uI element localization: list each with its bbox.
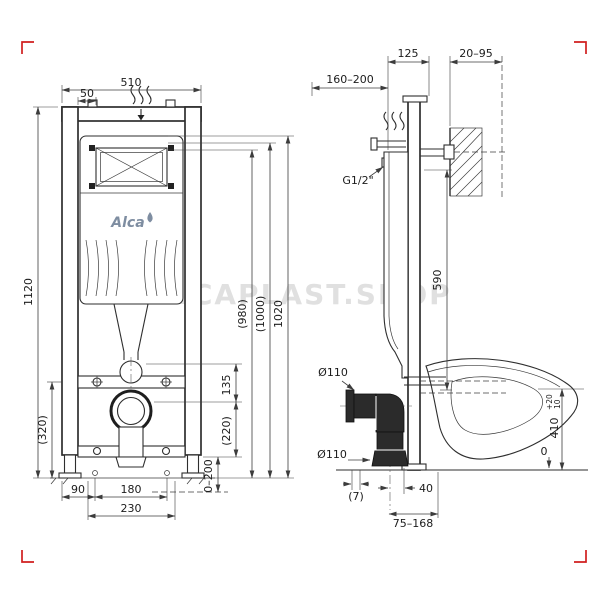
flush-pipe-front [109, 303, 153, 468]
frame-front [61, 99, 202, 458]
dim-40-label: 40 [419, 482, 433, 495]
dim-135: 135 [146, 363, 242, 403]
dim-180-label: 180 [121, 483, 142, 496]
dim-410: 410 +20 10 [538, 388, 584, 471]
dim-20-95-label: 20–95 [459, 47, 493, 60]
zero-label: 0 [541, 445, 548, 458]
access-window [95, 147, 168, 187]
dim-75-168-label: 75–168 [393, 517, 434, 530]
corner-mark-top-right [574, 41, 587, 54]
corner-mark-bottom-right [574, 550, 587, 563]
side-view: G1/2" [311, 47, 588, 530]
corner-mark-top-left [21, 41, 34, 54]
dim-90-label: 90 [71, 483, 85, 496]
dim-feet-0-200: 0–200 [152, 456, 228, 493]
dim-20-95: 20–95 [449, 47, 503, 198]
drain-elbow [340, 389, 412, 510]
cistern-side [383, 151, 409, 379]
cistern-side-inner [388, 152, 399, 350]
drain-h-label: Ø110 [318, 366, 348, 379]
dim-135-label: 135 [220, 375, 233, 396]
brand-logo: Alca [110, 212, 153, 231]
corner-marks [21, 41, 587, 563]
dim-410-tol-dn: 10 [553, 399, 562, 409]
dim-590-label: 590 [431, 270, 444, 291]
dim-50: 50 [77, 87, 97, 105]
dim-40: 40 [378, 468, 433, 495]
dim-7-label: (7) [348, 490, 364, 503]
dim-drain-v: Ø110 [317, 448, 371, 463]
dim-230-label: 230 [121, 502, 142, 515]
corner-mark-bottom-left [21, 550, 34, 563]
dim-980-label: (980) [236, 299, 249, 329]
dim-220-label: (220) [220, 416, 233, 446]
brand-text: Alca [110, 215, 144, 231]
dim-1120: 1120 [22, 106, 58, 479]
toilet-bowl [425, 358, 579, 460]
dim-510: 510 [61, 76, 202, 103]
feet-front [50, 454, 215, 485]
drain-pipe-front [118, 426, 144, 458]
dim-50-label: 50 [80, 87, 94, 100]
front-view: Alca 510 [22, 76, 294, 520]
drain-v-label: Ø110 [317, 448, 347, 461]
dim-160-200: 160–200 [311, 56, 389, 150]
dim-220: (220) [203, 401, 242, 458]
dim-heights: (980) (1000) 1020 [168, 135, 294, 479]
down-arrow-icon [137, 115, 145, 121]
dim-90-180: 90 180 [61, 478, 168, 501]
steam-icon-side [370, 111, 406, 151]
wall-bracket [420, 144, 505, 160]
dim-gap-7: (7) [343, 470, 369, 503]
dim-1000-label: (1000) [254, 296, 267, 333]
wall-section [449, 127, 483, 197]
dim-320-label: (320) [36, 415, 49, 445]
dim-230: 230 [87, 481, 176, 520]
inlet-label: G1/2" [342, 174, 373, 187]
dim-160-200-label: 160–200 [326, 73, 374, 86]
dim-1120-label: 1120 [22, 278, 35, 306]
dim-0-200-label: 0–200 [202, 459, 215, 493]
dim-410-tol-up: +20 [545, 394, 554, 410]
dim-590: 590 [424, 169, 452, 391]
floor-zero-marker: 0 [541, 445, 552, 469]
dim-75-168: 75–168 [388, 472, 439, 530]
dim-510-label: 510 [121, 76, 142, 89]
dim-1020-label: 1020 [272, 300, 285, 328]
dim-320: (320) [36, 381, 62, 479]
water-drop-icon [147, 212, 153, 223]
dim-125-label: 125 [398, 47, 419, 60]
dim-125: 125 [387, 47, 430, 96]
dim-410-label: 410 [548, 418, 561, 439]
bowl-studs [404, 376, 506, 394]
dim-drain-h: Ø110 [318, 366, 355, 391]
cistern-front [79, 135, 184, 305]
